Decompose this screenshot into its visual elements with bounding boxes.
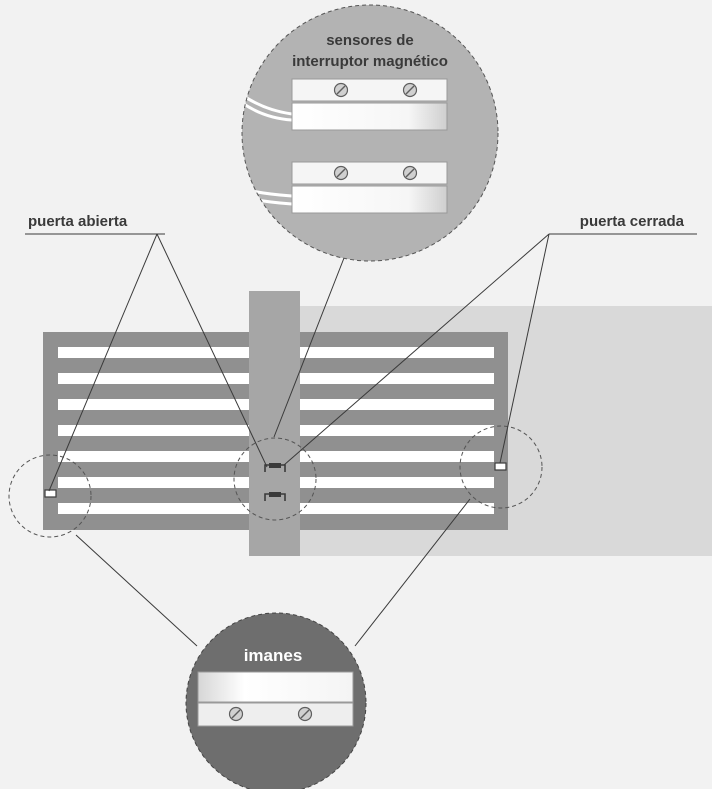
sensor-zoom-border: [241, 4, 499, 262]
sensor-icon: [264, 463, 286, 472]
gate-post: [249, 291, 300, 556]
magnet-mount-plate: [197, 702, 354, 727]
sensor-body: [291, 102, 448, 131]
highlight-circle-closed-magnet: [459, 425, 543, 509]
magnet-body: [197, 671, 354, 703]
sensor-body: [291, 185, 448, 214]
sensor-icon: [264, 492, 286, 501]
screw-icon: [402, 165, 418, 181]
door-open-label: puerta abierta: [28, 213, 128, 230]
magnet-zoom-circle: imanes: [185, 612, 367, 789]
leader-lines: [25, 233, 697, 647]
screw-icon: [333, 165, 349, 181]
magnet-zoom-border: [185, 612, 367, 789]
highlight-circle-sensors: [233, 437, 317, 521]
screw-icon: [402, 82, 418, 98]
screw-icon: [333, 82, 349, 98]
highlight-circle-open-magnet: [8, 454, 92, 538]
door-closed-label: puerta cerrada: [580, 213, 685, 230]
sensors-title-line1: sensores de: [326, 32, 414, 49]
sensor-zoom-circle: sensores de interruptor magnético: [241, 4, 499, 262]
screw-icon: [228, 706, 244, 722]
sensor-mount-plate: [291, 78, 448, 102]
sensors-title-line2: interruptor magnético: [292, 53, 448, 70]
sensor-mount-plate: [291, 161, 448, 185]
magnet-icon: [44, 489, 57, 498]
magnet-icon: [494, 462, 507, 471]
screw-icon: [297, 706, 313, 722]
magnets-title: imanes: [244, 646, 303, 665]
